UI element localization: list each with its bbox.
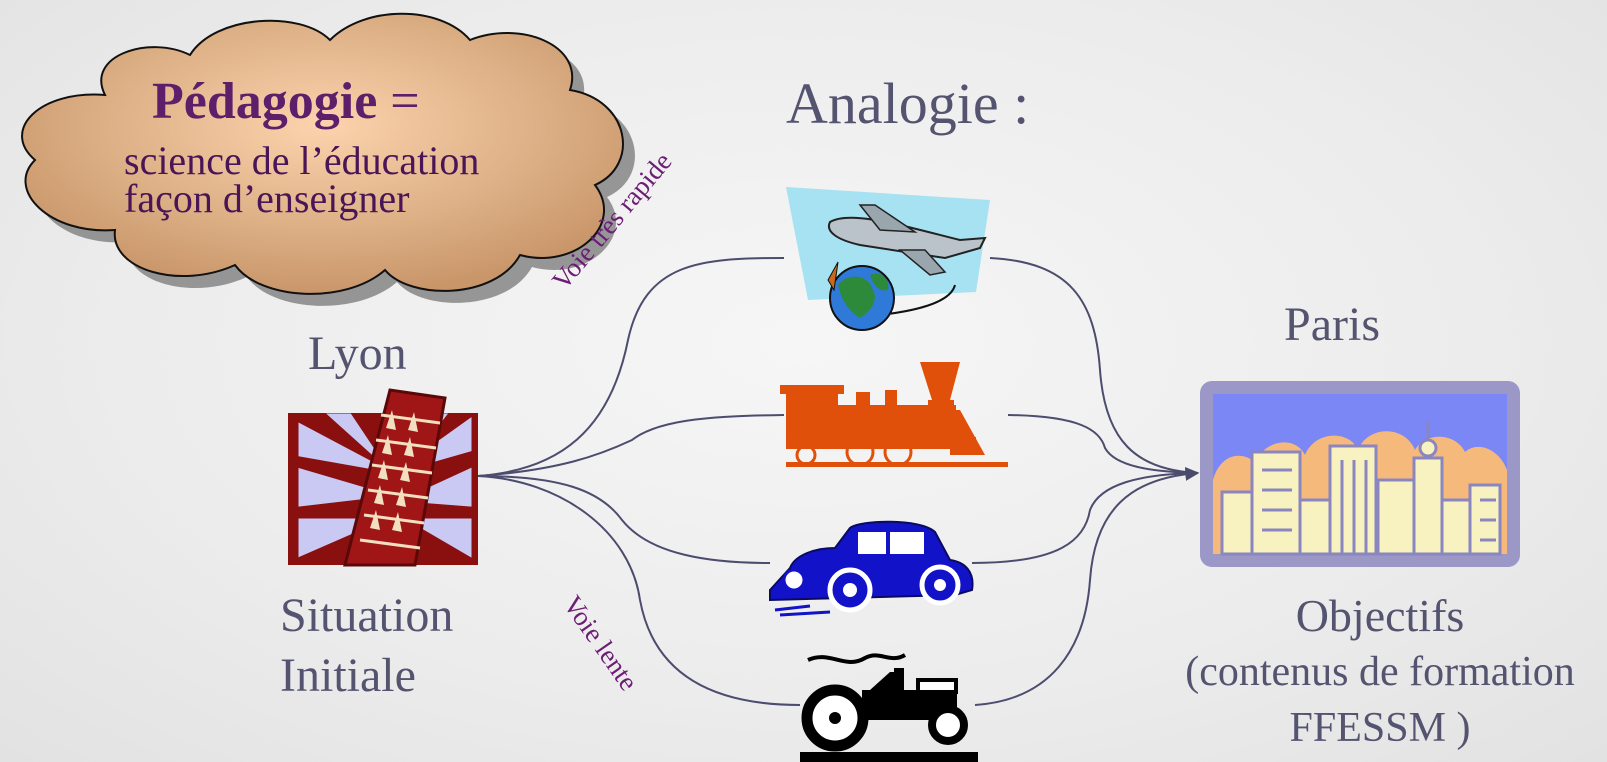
bubble-term: Pédagogie: [152, 73, 378, 130]
destination-city: Paris: [1284, 298, 1380, 351]
origin-caption-line-1: Situation: [280, 589, 454, 642]
route-car-right: [971, 472, 1199, 564]
destination-caption-line-2: (contenus de formation: [1185, 649, 1575, 695]
route-tractor-left: [477, 475, 801, 706]
route-train-left: [477, 414, 785, 477]
route-plane-right: [989, 257, 1199, 474]
routes: [477, 257, 1200, 706]
origin-city: Lyon: [308, 327, 407, 380]
destination-caption-line-3: FFESSM ): [1289, 705, 1471, 751]
bubble-line-1: science de l’éducation: [124, 138, 480, 183]
route-tractor-right: [974, 466, 1200, 706]
route-car-left: [477, 475, 771, 564]
tower-icon: [288, 388, 478, 567]
route-train-right: [1007, 414, 1199, 474]
city-skyline-icon: [1200, 381, 1520, 567]
destination-caption-line-1: Objectifs: [1295, 590, 1465, 641]
origin-caption-line-2: Initiale: [280, 649, 416, 702]
tractor-icon: [800, 653, 978, 762]
bubble-line-2: façon d’enseigner: [124, 176, 410, 221]
bubble-title: Pédagogie =: [152, 72, 420, 131]
steam-train-icon: [780, 362, 1008, 467]
origin-caption: Situation Initiale: [280, 586, 453, 706]
destination-caption: Objectifs (contenus de formation FFESSM …: [1150, 588, 1607, 756]
bubble-definition: science de l’éducation façon d’enseigner: [124, 138, 480, 221]
pedagogy-cloud: [21, 12, 635, 306]
plane-globe-icon: [786, 187, 990, 331]
route-plane-left: [477, 257, 785, 477]
page-title: Analogie :: [786, 71, 1030, 136]
cloud-shape: [21, 12, 624, 295]
bubble-equals: =: [377, 73, 420, 130]
vintage-car-icon: [769, 520, 974, 617]
